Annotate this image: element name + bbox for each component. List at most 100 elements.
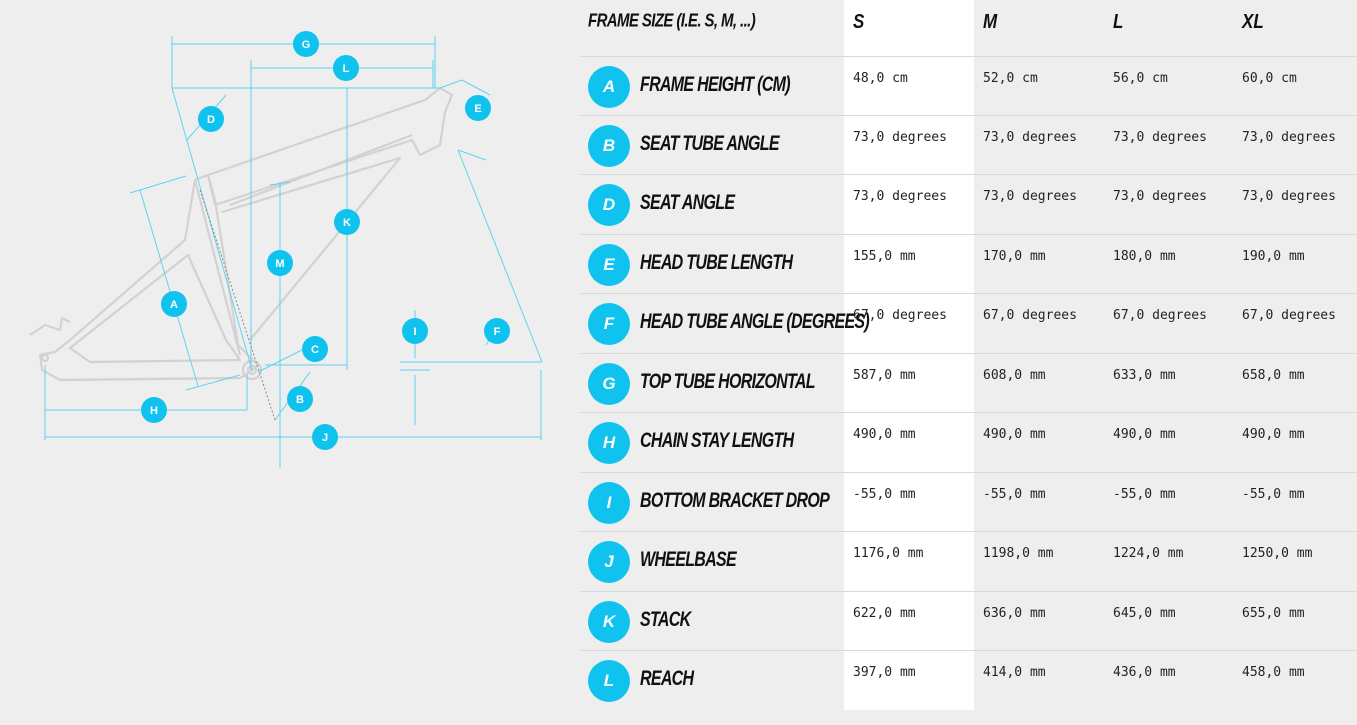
table-row: K STACK 622,0 mm 636,0 mm 645,0 mm 655,0…	[580, 591, 1357, 651]
cell-xl: 490,0 mm	[1242, 427, 1305, 442]
row-label: REACH	[640, 668, 694, 691]
table-row: F HEAD TUBE ANGLE (DEGREES) 67,0 degrees…	[580, 293, 1357, 353]
cell-s: 67,0 degrees	[853, 308, 947, 323]
cell-xl: 73,0 degrees	[1242, 189, 1336, 204]
table-header-row: FRAME SIZE (I.E. S, M, ...) S M L XL	[580, 0, 1357, 56]
table-row: A FRAME HEIGHT (CM) 48,0 cm 52,0 cm 56,0…	[580, 56, 1357, 116]
marker-a: A	[161, 291, 187, 317]
svg-text:E: E	[474, 103, 481, 115]
marker-m: M	[267, 250, 293, 276]
table-row: I BOTTOM BRACKET DROP -55,0 mm -55,0 mm …	[580, 472, 1357, 532]
table-row: B SEAT TUBE ANGLE 73,0 degrees 73,0 degr…	[580, 115, 1357, 175]
svg-text:F: F	[494, 326, 501, 338]
row-letter-badge: E	[588, 244, 630, 286]
cell-s: -55,0 mm	[853, 487, 916, 502]
cell-xl: 67,0 degrees	[1242, 308, 1336, 323]
marker-k: K	[334, 209, 360, 235]
cell-l: 633,0 mm	[1113, 368, 1176, 383]
table-row: G TOP TUBE HORIZONTAL 587,0 mm 608,0 mm …	[580, 353, 1357, 413]
row-letter-badge: I	[588, 482, 630, 524]
cell-l: 73,0 degrees	[1113, 189, 1207, 204]
svg-text:H: H	[150, 405, 158, 417]
cell-l: 1224,0 mm	[1113, 546, 1184, 561]
row-letter-badge: F	[588, 303, 630, 345]
marker-l: L	[333, 55, 359, 81]
frame-size-header: FRAME SIZE (I.E. S, M, ...)	[588, 10, 756, 32]
cell-s: 587,0 mm	[853, 368, 916, 383]
cell-m: 67,0 degrees	[983, 308, 1077, 323]
seat-tube-dotted-line	[199, 189, 276, 421]
cell-m: 73,0 degrees	[983, 189, 1077, 204]
row-label: SEAT ANGLE	[640, 192, 735, 215]
cell-xl: -55,0 mm	[1242, 487, 1305, 502]
marker-c: C	[302, 336, 328, 362]
geometry-table: FRAME SIZE (I.E. S, M, ...) S M L XL A F…	[580, 0, 1357, 720]
cell-m: 490,0 mm	[983, 427, 1046, 442]
cell-s: 622,0 mm	[853, 606, 916, 621]
svg-text:D: D	[207, 114, 215, 126]
size-header-l: L	[1113, 10, 1124, 33]
row-label: FRAME HEIGHT (CM)	[640, 74, 791, 97]
row-label: HEAD TUBE ANGLE (DEGREES)	[640, 311, 870, 334]
svg-text:K: K	[343, 217, 351, 229]
cell-s: 155,0 mm	[853, 249, 916, 264]
cell-m: 52,0 cm	[983, 71, 1038, 86]
row-label: TOP TUBE HORIZONTAL	[640, 371, 816, 394]
row-letter-badge: J	[588, 541, 630, 583]
row-letter-badge: H	[588, 422, 630, 464]
cell-m: 414,0 mm	[983, 665, 1046, 680]
cell-l: 73,0 degrees	[1113, 130, 1207, 145]
bike-frame-outline	[29, 86, 454, 382]
frame-diagram-svg: G L D E K M A I F C B H J	[29, 31, 543, 468]
marker-j: J	[312, 424, 338, 450]
cell-s: 1176,0 mm	[853, 546, 924, 561]
size-header-xl: XL	[1242, 10, 1264, 33]
cell-l: 180,0 mm	[1113, 249, 1176, 264]
cell-xl: 60,0 cm	[1242, 71, 1297, 86]
row-letter-badge: D	[588, 184, 630, 226]
svg-text:J: J	[322, 432, 328, 444]
bike-geometry-diagram: G L D E K M A I F C B H J	[0, 0, 580, 720]
cell-s: 48,0 cm	[853, 71, 908, 86]
cell-l: 67,0 degrees	[1113, 308, 1207, 323]
cell-m: 170,0 mm	[983, 249, 1046, 264]
row-letter-badge: A	[588, 66, 630, 108]
cell-m: -55,0 mm	[983, 487, 1046, 502]
cell-l: 645,0 mm	[1113, 606, 1176, 621]
cell-s: 73,0 degrees	[853, 130, 947, 145]
cell-xl: 658,0 mm	[1242, 368, 1305, 383]
cell-s: 73,0 degrees	[853, 189, 947, 204]
marker-e: E	[465, 95, 491, 121]
row-letter-badge: K	[588, 601, 630, 643]
cell-l: 56,0 cm	[1113, 71, 1168, 86]
cell-s: 490,0 mm	[853, 427, 916, 442]
marker-d: D	[198, 106, 224, 132]
row-label: SEAT TUBE ANGLE	[640, 133, 780, 156]
row-letter-badge: L	[588, 660, 630, 702]
cell-m: 608,0 mm	[983, 368, 1046, 383]
svg-text:G: G	[302, 39, 311, 51]
cell-l: -55,0 mm	[1113, 487, 1176, 502]
cell-l: 490,0 mm	[1113, 427, 1176, 442]
row-label: WHEELBASE	[640, 549, 737, 572]
marker-i: I	[402, 318, 428, 344]
marker-g: G	[293, 31, 319, 57]
cell-xl: 655,0 mm	[1242, 606, 1305, 621]
svg-text:C: C	[311, 344, 319, 356]
cell-xl: 190,0 mm	[1242, 249, 1305, 264]
svg-text:B: B	[296, 394, 304, 406]
cell-xl: 1250,0 mm	[1242, 546, 1313, 561]
row-label: CHAIN STAY LENGTH	[640, 430, 794, 453]
cell-m: 636,0 mm	[983, 606, 1046, 621]
table-row: E HEAD TUBE LENGTH 155,0 mm 170,0 mm 180…	[580, 234, 1357, 294]
table-row: D SEAT ANGLE 73,0 degrees 73,0 degrees 7…	[580, 174, 1357, 234]
row-label: BOTTOM BRACKET DROP	[640, 490, 830, 513]
cell-l: 436,0 mm	[1113, 665, 1176, 680]
marker-f: F	[484, 318, 510, 344]
svg-text:M: M	[275, 258, 284, 270]
size-header-s: S	[853, 10, 865, 33]
table-row: H CHAIN STAY LENGTH 490,0 mm 490,0 mm 49…	[580, 412, 1357, 472]
marker-b: B	[287, 386, 313, 412]
row-letter-badge: G	[588, 363, 630, 405]
marker-h: H	[141, 397, 167, 423]
